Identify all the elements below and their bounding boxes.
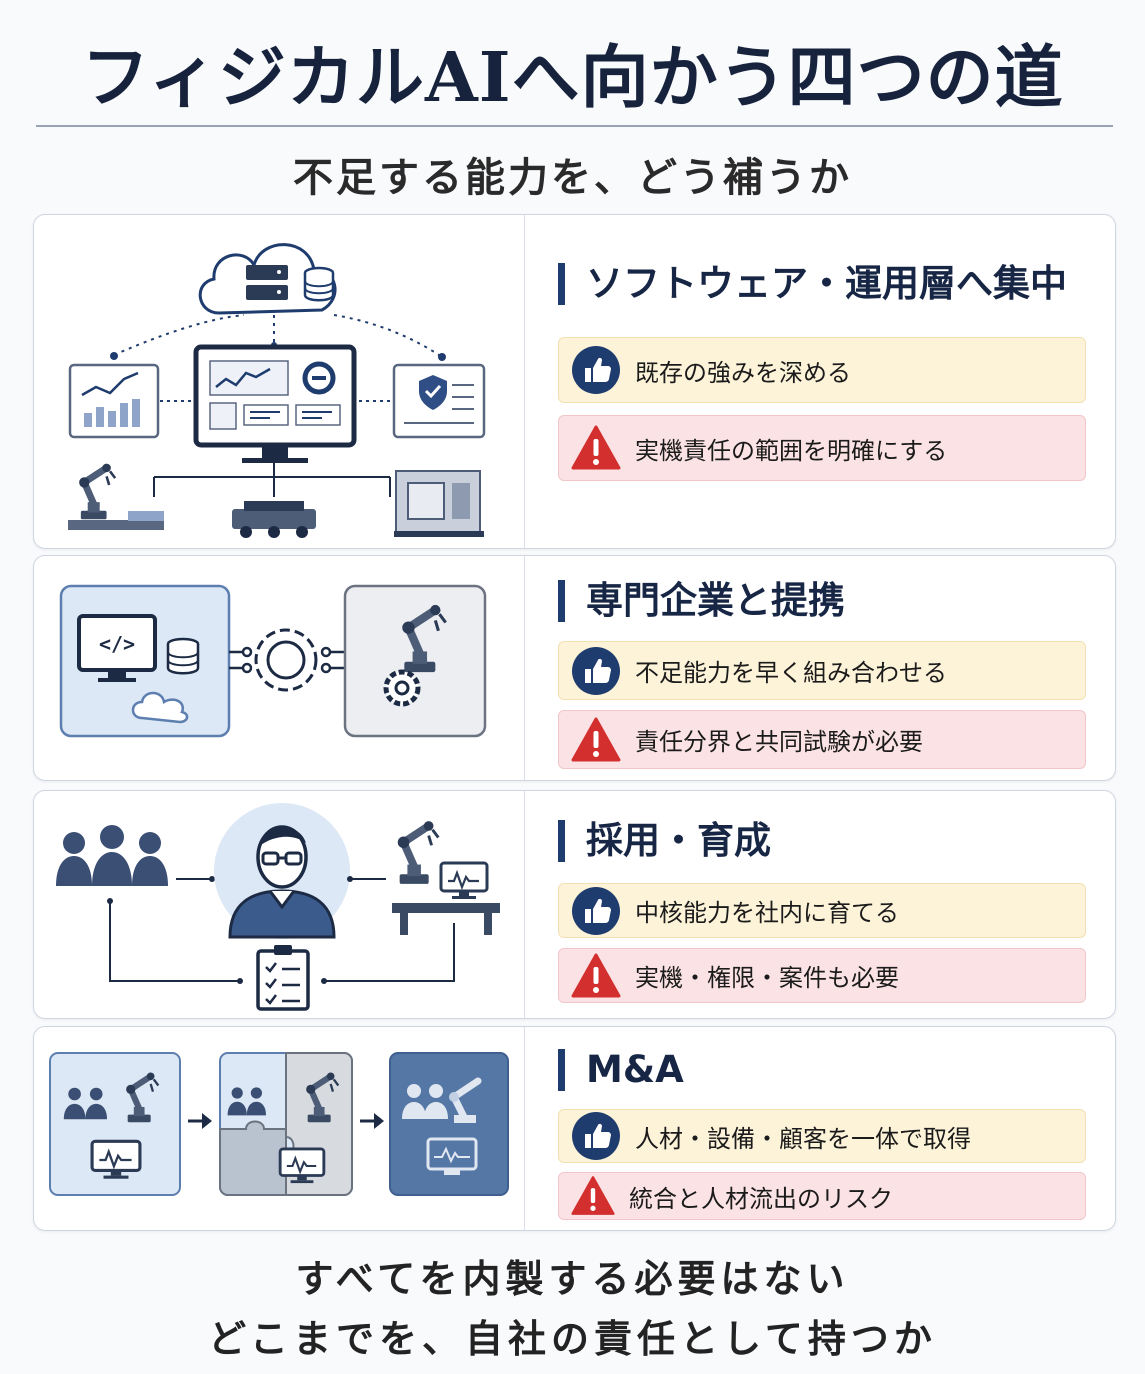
- cnc-machine-icon: [394, 470, 484, 537]
- thumbs-up-icon: [571, 1111, 621, 1161]
- title-divider: [36, 125, 1113, 127]
- card-divider: [524, 1027, 525, 1230]
- path-heading-hiring: 採用・育成: [558, 818, 771, 864]
- con-text: 実機責任の範囲を明確にする: [635, 436, 948, 465]
- con-text: 責任分界と共同試験が必要: [635, 728, 923, 756]
- path-heading-ma: M&A: [558, 1047, 684, 1093]
- thumbs-up-icon: [571, 646, 621, 696]
- chart-panel-icon: [68, 363, 160, 439]
- pro-text: 既存の強みを深める: [635, 358, 851, 387]
- warning-icon: [571, 715, 621, 765]
- agv-vehicle-icon: [232, 501, 316, 538]
- path-pro-software: 既存の強みを深める: [558, 337, 1086, 403]
- path-pro-partnership: 不足能力を早く組み合わせる: [558, 641, 1086, 700]
- partnership-illustration: </>: [34, 556, 524, 780]
- connector-hub-icon: [229, 628, 346, 692]
- page-title: フィジカルAIへ向かう四つの道: [81, 38, 1064, 118]
- path-heading-software: ソフトウェア・運用層へ集中: [558, 261, 1067, 307]
- path-con-partnership: 責任分界と共同試験が必要: [558, 710, 1086, 769]
- page-subtitle: 不足する能力を、どう補うか: [293, 154, 852, 201]
- card-divider: [524, 791, 525, 1018]
- path-card-partnership: </>: [33, 555, 1116, 781]
- pro-text: 不足能力を早く組み合わせる: [635, 659, 947, 687]
- path-card-ma: M&A 人材・設備・顧客を一体で取得 統合と人材流出のリスク: [33, 1026, 1116, 1231]
- footer-line-1: すべてを内製する必要はない: [295, 1256, 850, 1301]
- engineer-avatar-icon: [214, 803, 350, 939]
- warning-icon: [571, 951, 621, 1001]
- card-divider: [524, 556, 525, 780]
- hiring-training-illustration: [34, 791, 524, 1018]
- path-con-software: 実機責任の範囲を明確にする: [558, 415, 1086, 481]
- card-divider: [524, 215, 525, 548]
- path-con-hiring: 実機・権限・案件も必要: [558, 948, 1086, 1003]
- footer-line-2: どこまでを、自社の責任として持つか: [208, 1316, 937, 1361]
- software-box-icon: </>: [59, 584, 231, 738]
- path-con-ma: 統合と人材流出のリスク: [558, 1172, 1086, 1220]
- thumbs-up-icon: [571, 345, 621, 395]
- ma-illustration: [34, 1027, 524, 1230]
- cloud-server-icon: [198, 243, 337, 315]
- pro-text: 人材・設備・顧客を一体で取得: [635, 1124, 971, 1153]
- path-card-hiring: 採用・育成 中核能力を社内に育てる 実機・権限・案件も必要: [33, 790, 1116, 1019]
- con-text: 実機・権限・案件も必要: [635, 964, 899, 992]
- team-group-icon: [56, 825, 168, 886]
- svg-text:</>: </>: [99, 632, 135, 656]
- security-shield-icon: [392, 363, 486, 439]
- pro-text: 中核能力を社内に育てる: [635, 899, 899, 927]
- robot-workstation-icon: [392, 821, 500, 935]
- path-pro-ma: 人材・設備・顧客を一体で取得: [558, 1109, 1086, 1163]
- warning-icon: [571, 423, 621, 473]
- hardware-box-icon: [343, 584, 487, 738]
- thumbs-up-icon: [571, 886, 621, 936]
- con-text: 統合と人材流出のリスク: [629, 1184, 893, 1213]
- company-a-box-icon: [49, 1052, 181, 1196]
- robot-arm-station-icon: [68, 464, 164, 530]
- path-card-software: ソフトウェア・運用層へ集中 既存の強みを深める 実機責任の範囲を明確にする: [33, 214, 1116, 549]
- path-pro-hiring: 中核能力を社内に育てる: [558, 883, 1086, 938]
- warning-icon: [571, 1174, 615, 1218]
- merged-company-box-icon: [389, 1052, 509, 1196]
- puzzle-merge-icon: [219, 1052, 353, 1196]
- software-ops-illustration: [34, 215, 524, 548]
- path-heading-partnership: 専門企業と提携: [558, 578, 845, 624]
- checklist-icon: [256, 945, 310, 1011]
- dashboard-monitor-icon: [193, 344, 357, 463]
